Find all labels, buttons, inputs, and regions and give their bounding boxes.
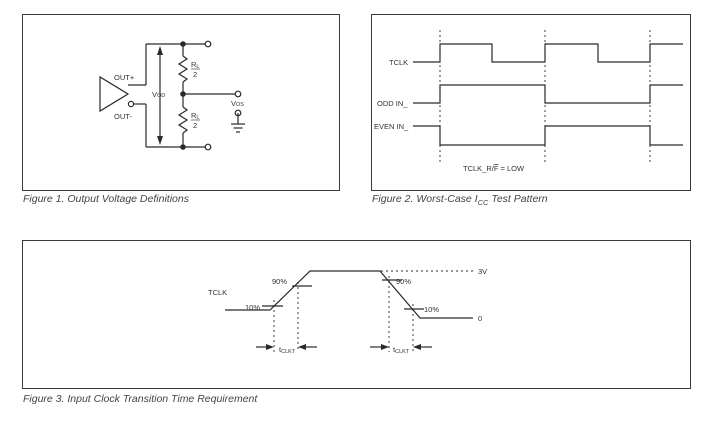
even-in-label: EVEN IN_ (374, 122, 409, 131)
vod-label: VOD (152, 90, 165, 99)
svg-text:2: 2 (193, 121, 197, 130)
tclk-rf-note: TCLK_R/F = LOW (463, 164, 525, 173)
p10-right-label: 10% (424, 305, 439, 314)
tclkt-right-arrows (370, 344, 432, 350)
tclkt-right-label: tCLKT (393, 345, 410, 355)
p90-right-label: 90% (396, 277, 411, 286)
svg-text:2: 2 (193, 70, 197, 79)
rl-upper-label: RL 2 (191, 60, 200, 79)
rl-lower-label: RL 2 (191, 111, 200, 130)
vos-probe (234, 109, 242, 117)
tclkt-left-label: tCLKT (279, 345, 296, 355)
tclk-label: TCLK (389, 58, 408, 67)
tclk-label: TCLK (208, 288, 227, 297)
tclkt-left-arrows (256, 344, 317, 350)
odd-in-label: ODD IN_ (377, 99, 408, 108)
vos-terminal (234, 90, 242, 98)
out-plus-label: OUT+ (114, 73, 135, 82)
out-minus-bubble (127, 100, 135, 108)
3v-label: 3V (478, 267, 487, 276)
terminal-bottom (204, 143, 212, 151)
svg-text:RL: RL (191, 111, 199, 121)
clock-waveform (225, 270, 473, 319)
ground-icon (231, 123, 245, 133)
buffer-triangle (99, 75, 130, 113)
p90-left-label: 90% (272, 277, 287, 286)
vos-label: VOS (231, 99, 244, 108)
figure3-panel (22, 240, 691, 389)
resistor-upper (177, 55, 189, 83)
0v-label: 0 (478, 314, 482, 323)
figure1-caption: Figure 1. Output Voltage Definitions (23, 193, 189, 205)
figure2-caption: Figure 2. Worst-Case ICC Test Pattern (372, 193, 548, 208)
out-minus-label: OUT- (114, 112, 132, 121)
resistor-lower (177, 106, 189, 134)
terminal-top (204, 40, 212, 48)
figure3-caption: Figure 3. Input Clock Transition Time Re… (23, 393, 258, 405)
p10-left-label: 10% (245, 303, 260, 312)
svg-text:RL: RL (191, 60, 199, 70)
